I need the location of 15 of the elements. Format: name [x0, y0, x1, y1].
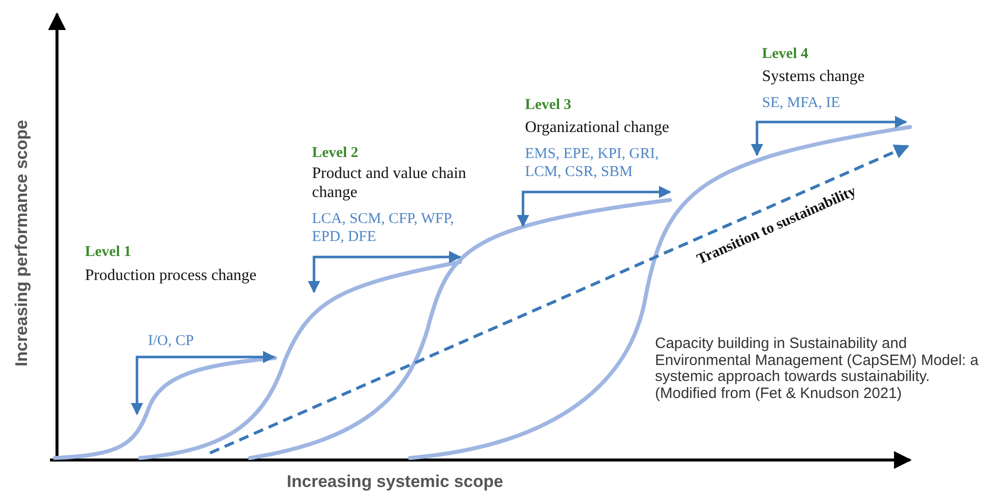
level-heading: Level 3 — [525, 96, 572, 114]
level-heading: Level 4 — [762, 45, 810, 63]
axis-title: Increasing systemic scope — [286, 472, 504, 492]
level-heading: Level 2 — [312, 144, 360, 162]
method-list: EMS, EPE, KPI, GRI, LCM, CSR, SBM — [525, 145, 675, 181]
method-list: SE, MFA, IE — [762, 94, 962, 112]
level-title: Systems change — [762, 67, 866, 86]
level-title: Organizational change — [525, 118, 670, 138]
caption: Capacity building in Sustainability and Environmental Management (CapSEM) Model: a systemic approach towards sustainability. (Modified from (Fet & Knudson 2021) — [655, 336, 980, 402]
method-list: LCA, SCM, CFP, WFP, EPD, DFE — [312, 210, 462, 246]
level-heading: Level 1 — [85, 243, 132, 261]
level-title: Product and value chain change — [312, 164, 468, 202]
axis-title: Increasing performance scope — [12, 118, 32, 368]
method-list: I/O, CP — [148, 332, 268, 350]
level-title: Production process change — [85, 266, 258, 286]
